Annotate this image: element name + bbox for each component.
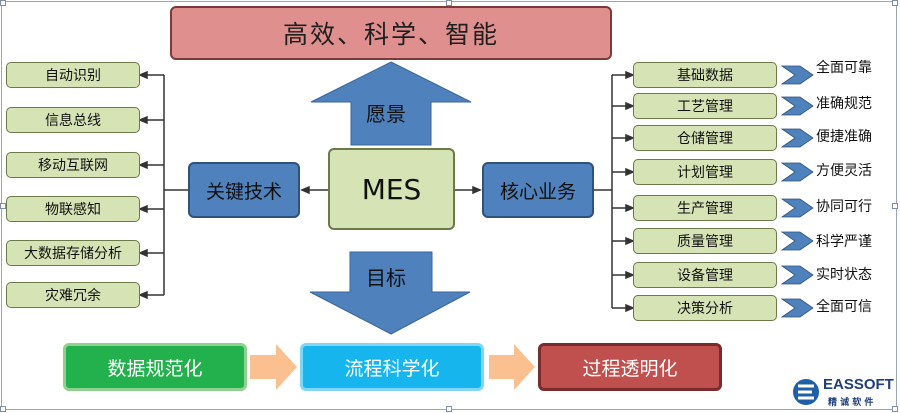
- quality-label: 实时状态: [816, 267, 872, 283]
- quality-label: 准确规范: [816, 96, 872, 112]
- resize-handle[interactable]: [892, 0, 898, 6]
- resize-handle[interactable]: [446, 406, 452, 412]
- quality-label: 全面可靠: [816, 60, 872, 76]
- left-item: 物联感知: [6, 196, 140, 222]
- left-item: 大数据存储分析: [6, 240, 140, 266]
- left-item: 自动识别: [6, 62, 140, 88]
- right-item: 决策分析: [633, 295, 777, 321]
- quality-label: 便捷准确: [816, 129, 872, 145]
- goal-label: 目标: [366, 266, 406, 290]
- step-data-standardize: 数据规范化: [63, 343, 247, 391]
- chevron-icon: [780, 265, 814, 285]
- chevron-icon: [780, 65, 814, 85]
- chevron-icon: [780, 298, 814, 318]
- vision-arrow: [310, 61, 472, 146]
- right-item: 质量管理: [633, 228, 777, 254]
- right-item: 设备管理: [633, 262, 777, 288]
- chevron-icon: [780, 198, 814, 218]
- key-tech-hub: 关键技术: [188, 162, 300, 218]
- resize-handle[interactable]: [0, 0, 6, 6]
- left-item: 信息总线: [6, 107, 140, 133]
- goal-arrow: [309, 251, 471, 335]
- resize-handle[interactable]: [0, 203, 6, 209]
- core-business-hub: 核心业务: [482, 162, 594, 218]
- page-title: 高效、科学、智能: [170, 6, 612, 60]
- resize-handle[interactable]: [0, 406, 6, 412]
- resize-handle[interactable]: [892, 406, 898, 412]
- quality-label: 协同可行: [816, 199, 872, 215]
- logo-subtitle: 精 诚 软 件: [828, 398, 874, 408]
- right-item: 计划管理: [633, 159, 777, 185]
- right-item: 生产管理: [633, 195, 777, 221]
- quality-label: 全面可信: [816, 299, 872, 315]
- chevron-icon: [780, 96, 814, 116]
- resize-handle[interactable]: [892, 203, 898, 209]
- quality-label: 科学严谨: [816, 234, 872, 250]
- right-item: 基础数据: [633, 62, 777, 88]
- left-item: 灾难冗余: [6, 282, 140, 308]
- chevron-icon: [780, 162, 814, 182]
- eassoft-logo-icon: [793, 379, 819, 405]
- chevron-icon: [780, 231, 814, 251]
- flow-arrow: [250, 344, 297, 390]
- eassoft-logo: EASSOFT 精 诚 软 件: [790, 374, 894, 410]
- resize-handle[interactable]: [446, 0, 452, 6]
- right-item: 仓储管理: [633, 125, 777, 151]
- step-process-scientific: 流程科学化: [300, 343, 484, 391]
- chevron-icon: [780, 128, 814, 148]
- mes-center: MES: [328, 148, 455, 230]
- flow-arrow: [489, 344, 535, 390]
- left-item: 移动互联网: [6, 152, 140, 178]
- vision-label: 愿景: [366, 102, 406, 126]
- step-process-transparent: 过程透明化: [538, 343, 722, 391]
- logo-name: EASSOFT: [823, 376, 894, 393]
- right-item: 工艺管理: [633, 93, 777, 119]
- quality-label: 方便灵活: [816, 163, 872, 179]
